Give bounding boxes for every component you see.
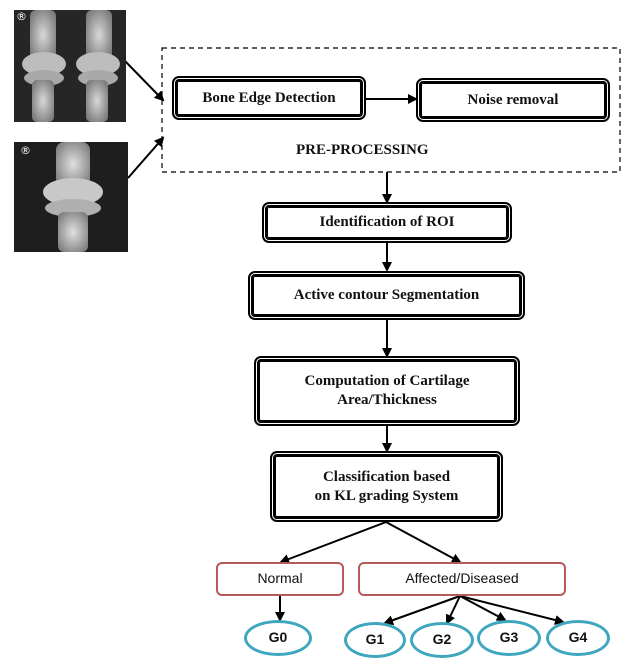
active-contour-segmentation-box: Active contour Segmentation <box>248 271 525 320</box>
noise-removal-box: Noise removal <box>416 78 610 122</box>
grade-g0-label: G0 <box>268 629 288 646</box>
arrow-xray2-to-preprocessing <box>127 136 165 179</box>
preprocessing-label: PRE-PROCESSING <box>296 142 429 158</box>
grade-g2-oval: G2 <box>410 622 474 658</box>
arrow-affected-to-g1 <box>383 595 461 625</box>
cartilage-computation-label-line1: Computation of Cartilage <box>304 373 470 390</box>
grade-g3-label: G3 <box>499 629 519 646</box>
arrow-affected-to-g3 <box>459 595 507 621</box>
grade-g4-oval: G4 <box>546 620 610 656</box>
knee-xray-image-single: ® <box>14 142 128 252</box>
cartilage-computation-box: Computation of Cartilage Area/Thickness <box>254 356 520 426</box>
affected-diseased-label: Affected/Diseased <box>405 570 519 587</box>
bone-edge-detection-box: Bone Edge Detection <box>172 76 366 120</box>
arrow-affected-to-g2 <box>445 595 461 625</box>
arrow-classification-to-normal <box>279 521 387 564</box>
classification-box: Classification based on KL grading Syste… <box>270 451 503 522</box>
arrow-affected-to-g4 <box>459 595 565 625</box>
grade-g0-oval: G0 <box>244 620 312 656</box>
affected-diseased-box: Affected/Diseased <box>358 562 566 596</box>
grade-g1-label: G1 <box>365 631 385 648</box>
normal-box: Normal <box>216 562 344 596</box>
arrow-classification-to-affected <box>385 521 462 563</box>
grade-g3-oval: G3 <box>477 620 541 656</box>
active-contour-segmentation-label: Active contour Segmentation <box>293 287 480 304</box>
knee-xray-image-bilateral: ® <box>14 10 126 122</box>
arrow-xray1-to-preprocessing <box>123 59 165 102</box>
bilateral-knee-xray-graphic <box>14 10 126 122</box>
identification-of-roi-box: Identification of ROI <box>262 202 512 243</box>
bone-edge-detection-label: Bone Edge Detection <box>202 89 336 106</box>
grade-g1-oval: G1 <box>344 622 406 658</box>
registered-mark: ® <box>20 144 31 157</box>
identification-of-roi-label: Identification of ROI <box>319 214 455 231</box>
registered-mark: ® <box>16 10 27 23</box>
classification-label-line1: Classification based <box>322 468 451 485</box>
normal-label: Normal <box>257 570 303 587</box>
grade-g4-label: G4 <box>568 629 588 646</box>
classification-label-line2: on KL grading System <box>314 487 459 504</box>
preprocessing-container <box>161 47 621 173</box>
grade-g2-label: G2 <box>432 631 452 648</box>
cartilage-computation-label-line2: Area/Thickness <box>337 392 437 408</box>
noise-removal-label: Noise removal <box>467 91 559 108</box>
single-knee-xray-graphic <box>14 142 128 252</box>
